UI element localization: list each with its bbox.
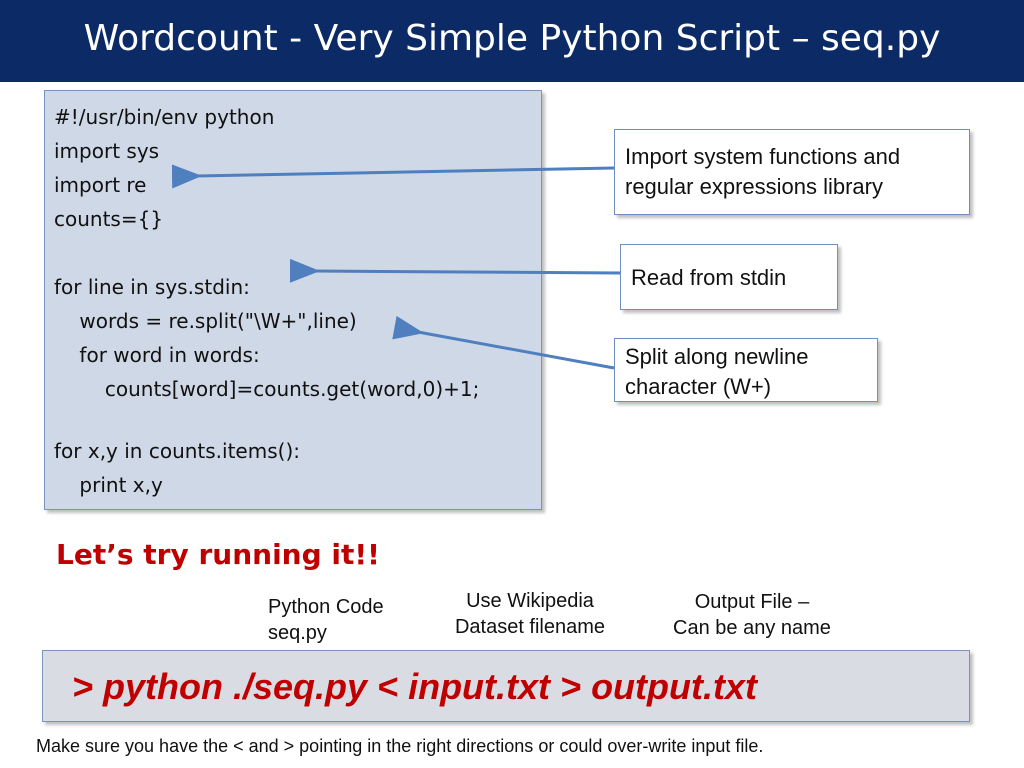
code-line-import-re: import re [54, 173, 147, 197]
arrow-stdin [289, 258, 621, 283]
label-output: Output File – Can be any name [652, 589, 852, 641]
run-heading: Let’s try running it!! [56, 538, 380, 571]
code-line-for-word: for word in words: [54, 343, 260, 367]
command-box [42, 650, 970, 722]
code-line-import-sys: import sys [54, 139, 160, 163]
arrow-imports [171, 164, 615, 189]
callout-stdin: Read from stdin [620, 244, 838, 310]
callout-split-line-1: Split along newline [625, 344, 809, 369]
callout-split: Split along newline character (W+) [614, 338, 878, 402]
code-line-for-items: for x,y in counts.items(): [54, 439, 300, 463]
code-block [44, 90, 542, 510]
code-line-print: print x,y [54, 473, 163, 497]
callout-imports-line-1: Import system functions and [625, 144, 901, 169]
code-line-shebang: #!/usr/bin/env python [54, 105, 275, 129]
slide-title: Wordcount - Very Simple Python Script – … [83, 18, 941, 59]
title-bar [0, 0, 1024, 82]
code-line-counts-init: counts={} [54, 207, 164, 231]
label-output-line-2: Can be any name [673, 617, 831, 639]
arrow-split [392, 315, 615, 370]
footer-note: Make sure you have the < and > pointing … [36, 736, 764, 756]
label-dataset-line-1: Use Wikipedia [466, 590, 594, 612]
code-line-for-line: for line in sys.stdin: [54, 275, 250, 299]
label-python-code-line-1: Python Code [268, 596, 384, 618]
label-python-code-line-2: seq.py [268, 622, 327, 644]
label-python-code: Python Code seq.py [268, 594, 384, 646]
callout-stdin-text: Read from stdin [631, 265, 787, 290]
callout-imports: Import system functions and regular expr… [614, 129, 970, 215]
callout-imports-line-2: regular expressions library [625, 174, 883, 199]
label-dataset: Use Wikipedia Dataset filename [432, 588, 628, 640]
label-output-line-1: Output File – [694, 591, 810, 613]
command-text: > python ./seq.py < input.txt > output.t… [72, 666, 758, 707]
code-line-words-split: words = re.split("\W+",line) [54, 309, 357, 333]
code-line-counts-update: counts[word]=counts.get(word,0)+1; [54, 377, 480, 401]
callout-split-line-2: character (W+) [625, 374, 772, 399]
label-dataset-line-2: Dataset filename [454, 616, 606, 638]
